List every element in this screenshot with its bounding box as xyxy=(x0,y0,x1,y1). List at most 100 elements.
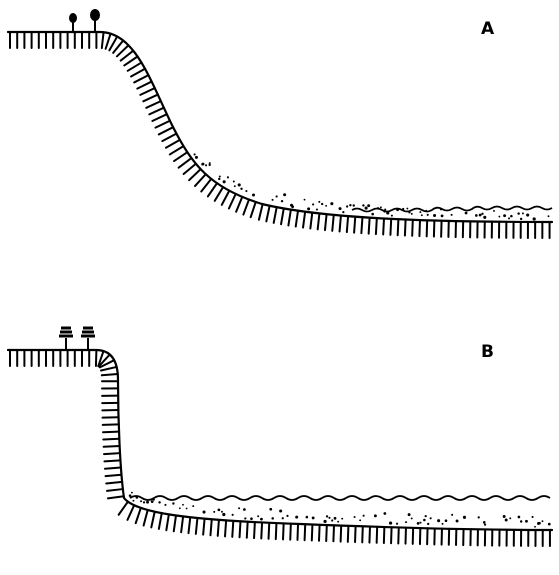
hatch-mark xyxy=(218,520,219,536)
sediment-dot xyxy=(227,176,229,178)
hatch-mark xyxy=(384,527,385,543)
hatch-mark xyxy=(222,191,229,205)
sediment-dot xyxy=(218,508,221,511)
hatch-mark xyxy=(310,213,312,229)
hatch-mark xyxy=(377,527,378,543)
hatch-mark xyxy=(143,95,158,102)
sediment-dot xyxy=(330,202,333,205)
hatch-mark xyxy=(102,374,118,375)
sediment-dot xyxy=(365,207,368,210)
hatch-mark xyxy=(103,424,119,425)
hatch-mark xyxy=(119,502,128,515)
hatch-mark xyxy=(369,218,370,234)
sediment-dot xyxy=(483,216,486,219)
sediment-dot xyxy=(252,193,255,196)
sediment-dot xyxy=(423,519,426,522)
hatch-mark xyxy=(166,140,180,148)
hatch-mark xyxy=(195,174,206,186)
sediment-dot xyxy=(396,523,398,525)
tree-icon xyxy=(90,9,100,32)
sediment-dot xyxy=(281,200,283,202)
sediment-dot xyxy=(534,526,536,528)
sediment-dot xyxy=(510,215,513,218)
hatch-mark xyxy=(240,521,241,537)
hatch-mark xyxy=(318,213,320,229)
sediment-dot xyxy=(132,500,134,502)
sediment-dot xyxy=(405,521,407,523)
hatch-mark xyxy=(102,32,104,48)
sediment-dot xyxy=(411,213,413,215)
sediment-dot xyxy=(498,216,500,218)
sediment-dot xyxy=(192,505,194,507)
sediment-dot xyxy=(475,214,478,217)
hatch-mark xyxy=(288,210,290,226)
sediment-dot xyxy=(244,517,246,519)
sediment-dot xyxy=(341,518,343,520)
hatch-mark xyxy=(174,515,176,531)
hatch-mark xyxy=(236,197,242,212)
sediment-dot xyxy=(131,492,133,494)
hatch-mark xyxy=(362,526,363,542)
panel-b-label: B xyxy=(481,342,494,362)
sediment-dot xyxy=(271,199,273,201)
sediment-dot xyxy=(257,515,259,517)
hatch-mark xyxy=(201,179,211,192)
sediment-dot xyxy=(238,507,240,509)
hatch-mark xyxy=(269,523,270,539)
sediment-dot xyxy=(508,217,510,219)
hatch-mark xyxy=(243,200,249,215)
sediment-dot xyxy=(442,523,444,525)
hatch-mark xyxy=(170,146,184,154)
sediment-dot xyxy=(245,190,247,192)
sediment-dot xyxy=(463,516,466,519)
sediment-dot xyxy=(213,511,215,513)
hatch-mark xyxy=(297,524,298,540)
hatch-mark xyxy=(101,367,117,371)
sediment-dot xyxy=(465,212,468,215)
sediment-dot xyxy=(164,504,166,506)
sediment-dot xyxy=(243,508,246,511)
sediment-dot xyxy=(328,517,330,519)
sediment-dot xyxy=(483,521,486,524)
sediment-dot xyxy=(143,501,145,503)
sediment-dot xyxy=(238,183,241,186)
sediment-dot xyxy=(195,156,198,159)
hatch-mark xyxy=(376,218,377,234)
sediment-dot xyxy=(520,218,522,220)
tree-icon xyxy=(69,13,77,32)
hatch-mark xyxy=(340,216,341,232)
hatch-mark xyxy=(136,508,141,523)
sediment-dot xyxy=(318,201,320,203)
sediment-dot xyxy=(342,211,344,213)
sediment-dot xyxy=(493,210,495,212)
hatch-mark xyxy=(419,220,420,236)
panel-a-water-surface xyxy=(352,207,552,212)
sediment-dot xyxy=(538,522,541,525)
hatch-mark xyxy=(254,522,255,538)
sediment-dot xyxy=(420,522,422,524)
sediment-dot xyxy=(205,164,207,166)
hatch-mark xyxy=(290,524,291,540)
sediment-dot xyxy=(532,516,534,518)
hatch-mark xyxy=(152,114,166,121)
hatch-mark xyxy=(156,121,170,128)
hatch-mark xyxy=(162,134,176,142)
hatch-mark xyxy=(105,468,121,469)
sediment-dot xyxy=(433,214,436,217)
sediment-dot xyxy=(339,207,342,210)
sediment-dot xyxy=(349,204,351,206)
sediment-dot xyxy=(354,516,356,518)
sediment-dot xyxy=(484,524,486,526)
hatch-mark xyxy=(106,34,111,49)
sediment-dot xyxy=(282,517,284,519)
hatch-mark xyxy=(144,510,148,525)
panel-b-ground-profile xyxy=(8,350,552,530)
hatch-mark xyxy=(149,108,164,115)
hatch-mark xyxy=(266,206,269,222)
hatch-mark xyxy=(261,522,262,538)
sediment-dot xyxy=(312,517,315,520)
sediment-dot xyxy=(260,518,263,521)
sediment-dot xyxy=(279,509,282,512)
hatch-mark xyxy=(103,432,119,433)
hatch-mark xyxy=(281,208,284,224)
